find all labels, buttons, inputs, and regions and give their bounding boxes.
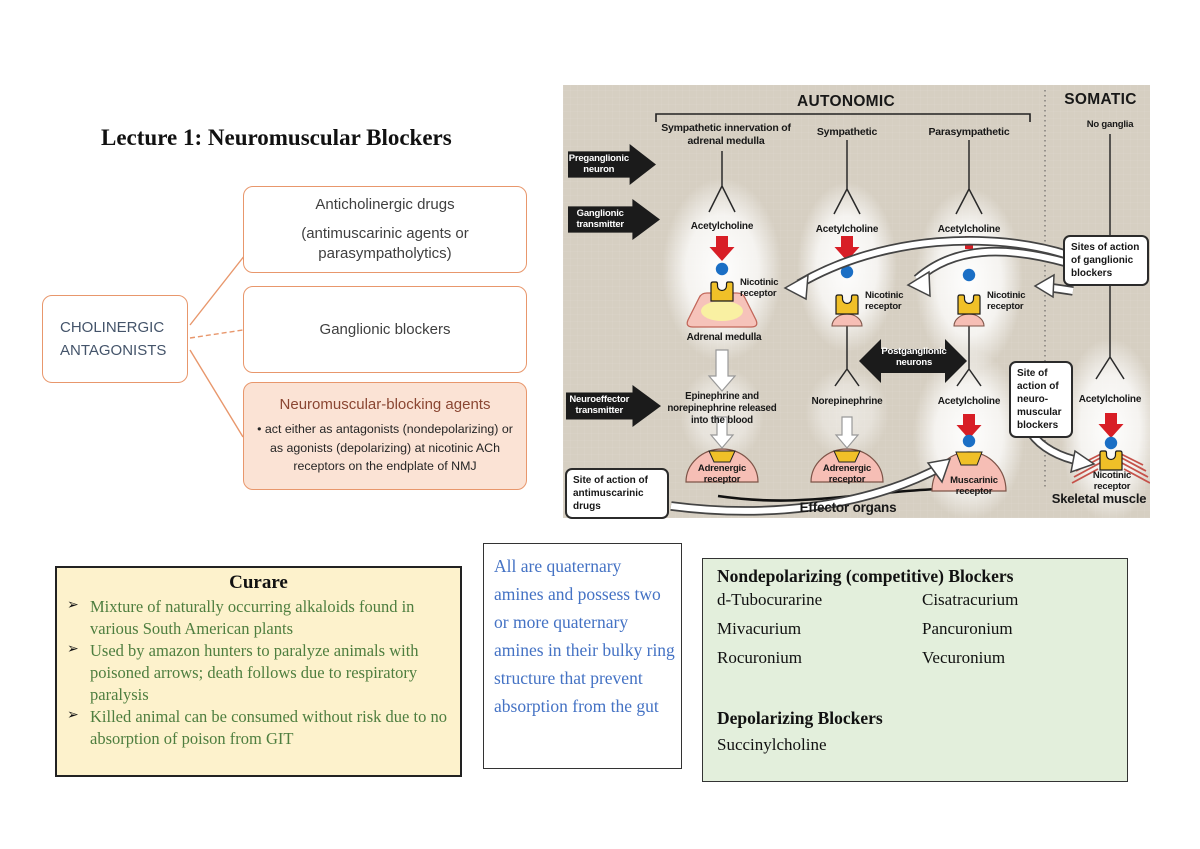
neuromuscular-title: Neuromuscular-blocking agents [279,396,491,414]
root-label-line1: CHOLINERGIC [60,318,165,336]
ganglionic-blockers-callout: Sites of action of ganglionic blockers [1063,235,1149,286]
antimuscarinic-drugs-callout: Site of action of antimuscarinic drugs [565,468,669,519]
curare-bullet-text-2: Used by amazon hunters to paralyze anima… [90,640,419,704]
adrenergic-receptor-label-1: Adrenergic receptor [697,463,747,486]
drug-name: d-Tubocurarine [717,590,823,609]
drug-name: Mivacurium [717,619,802,638]
drug-name: Vecuronium [922,648,1006,667]
arrow-bullet-icon: ➢ [67,707,79,723]
acetylcholine-dot-icons [715,262,1118,450]
drug-name: Rocuronium [717,648,802,667]
ganglionic-blockers-box: Ganglionic blockers [243,286,527,373]
postganglionic-double-arrow-icon [859,339,967,383]
effector-organs-label: Effector organs [799,500,897,515]
quaternary-amines-note: All are quaternary amines and possess tw… [483,543,682,769]
site-of-action-arrows [670,236,1096,516]
preganglionic-neuron-label: Preganglionic neuron [568,152,629,175]
white-down-arrow-icons [707,349,860,449]
muscarinic-receptor-label: Muscarinic receptor [950,475,998,498]
page-title: Lecture 1: Neuromuscular Blockers [101,125,452,150]
nicotinic-receptor-label-1: Nicotinic receptor [740,277,779,300]
ganglionic-label: Ganglionic blockers [319,321,451,338]
flowchart-connectors [189,254,246,438]
neuromuscular-box: Neuromuscular-blocking agents • act eith… [243,382,527,490]
anticholinergic-box: Anticholinergic drugs (antimuscarinic ag… [243,186,527,273]
blockers-list-box: Nondepolarizing (competitive) Blockers d… [702,558,1128,782]
root-label-line2: ANTAGONISTS [60,342,167,359]
anticholinergic-subtitle: (antimuscarinic agents or parasympatholy… [301,225,469,262]
column-sympathetic: Sympathetic [816,126,878,138]
column-parasympathetic: Parasympathetic [928,126,1010,138]
ans-pathways-diagram: AUTONOMIC SOMATIC Sympathetic innervatio… [563,85,1150,519]
autonomic-header: AUTONOMIC [797,93,895,110]
autonomic-bracket [655,113,1031,122]
curare-bullet-1: ➢ Mixture of naturally occurring alkaloi… [67,596,450,640]
muscarinic-receptor-shape [931,451,1007,492]
curare-box: Curare ➢ Mixture of naturally occurring … [55,566,462,777]
adrenergic-receptor-shapes [685,448,884,483]
curare-bullet-2: ➢ Used by amazon hunters to paralyze ani… [67,640,450,706]
depolarizing-title: Depolarizing Blockers [717,708,883,728]
postganglionic-neurons-label: Postganglionic neurons [881,346,947,369]
cholinergic-antagonists-box: CHOLINERGIC ANTAGONISTS [42,295,188,383]
drug-name: Pancuronium [922,619,1013,638]
column-no-ganglia: No ganglia [1086,119,1134,130]
acetylcholine-label-3: Acetylcholine [937,224,1001,235]
curare-bullet-3: ➢ Killed animal can be consumed without … [67,706,450,750]
adrenergic-receptor-label-2: Adrenergic receptor [822,463,872,486]
nicotinic-receptor-label-2: Nicotinic receptor [865,290,904,313]
anticholinergic-title: Anticholinergic drugs [315,196,455,213]
adrenal-medulla-shape [686,292,758,328]
diagram-shapes [655,90,1150,518]
curare-title: Curare [229,572,288,593]
acetylcholine-label-5: Acetylcholine [1078,394,1142,405]
acetylcholine-label-1: Acetylcholine [690,221,754,232]
drug-name: Cisatracurium [922,590,1019,609]
neuroeffector-transmitter-label: Neuroeffector transmitter [569,394,630,416]
arrow-bullet-icon: ➢ [67,641,79,657]
nondepolarizing-drugs: d-Tubocurarine Cisatracurium Mivacurium … [717,590,1113,668]
ganglionic-transmitter-label: Ganglionic transmitter [576,207,624,230]
somatic-header: SOMATIC [1064,91,1137,108]
nicotinic-receptor-label-4: Nicotinic receptor [1092,470,1132,493]
curare-bullet-text-1: Mixture of naturally occurring alkaloids… [90,597,415,638]
neuromuscular-body: • act either as antagonists (nondepolari… [257,422,513,474]
nondepolarizing-title: Nondepolarizing (competitive) Blockers [717,566,1014,586]
norepinephrine-label: Norepinephrine [811,396,883,407]
nicotinic-receptor-label-3: Nicotinic receptor [987,290,1026,313]
acetylcholine-label-2: Acetylcholine [815,224,879,235]
column-sympathetic-adrenal: Sympathetic innervation of adrenal medul… [661,122,791,147]
adrenal-medulla-label: Adrenal medulla [686,332,762,343]
arrow-bullet-icon: ➢ [67,598,79,613]
skeletal-muscle-label: Skeletal muscle [1051,491,1147,506]
curare-bullet-text-3: Killed animal can be consumed without ri… [90,706,447,748]
epinephrine-label: Epinephrine and norepinephrine released … [667,391,777,426]
neuromuscular-blockers-callout: Site of action of neuro-muscular blocker… [1009,361,1073,438]
nicotinic-receptor-cups [710,281,1123,471]
acetylcholine-label-4: Acetylcholine [937,396,1001,407]
drug-name: Succinylcholine [717,735,827,754]
